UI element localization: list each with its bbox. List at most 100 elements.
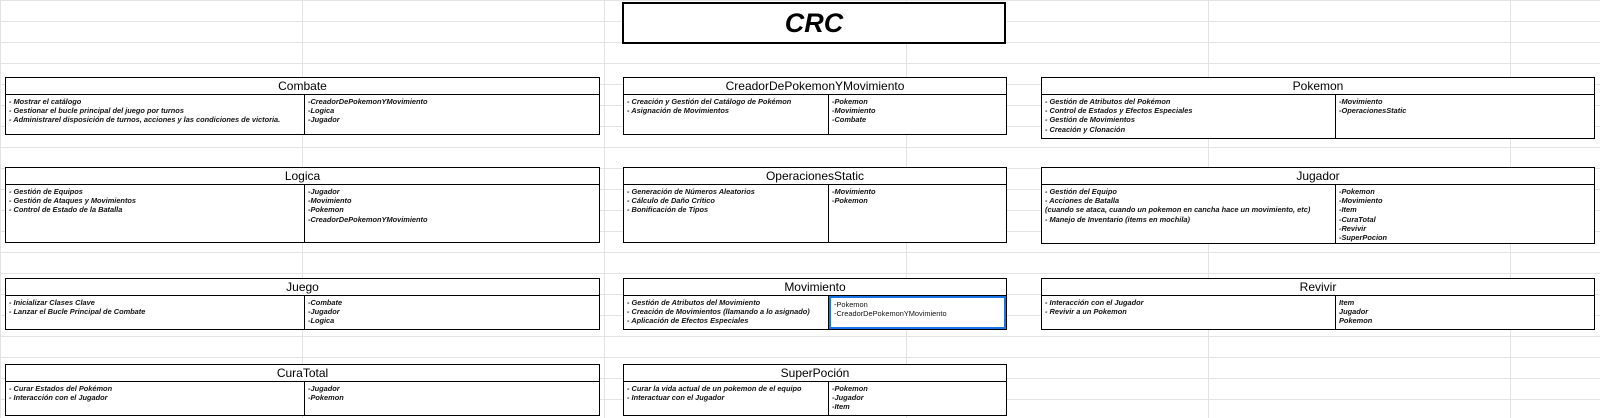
- responsibility-item: - Curar Estados del Pokémon: [9, 384, 113, 393]
- card-body-juego: - Inicializar Clases Clave - Lanzar el B…: [5, 295, 600, 330]
- responsibilities-creador[interactable]: - Creación y Gestión del Catálogo de Pok…: [624, 95, 829, 134]
- crc-card-creador: CreadorDePokemonYMovimiento - Creación y…: [623, 77, 1007, 135]
- responsibilities-movimiento[interactable]: - Gestión de Atributos del Movimiento - …: [624, 296, 829, 329]
- collaborator-item: Pokemon: [1339, 316, 1373, 326]
- collaborator-item: -Combate: [832, 115, 867, 125]
- responsibility-item: - Interactuar con el Jugador: [627, 393, 725, 403]
- card-header-movimiento[interactable]: Movimiento: [623, 278, 1007, 296]
- responsibility-item: - Bonificación de Tipos: [627, 205, 709, 215]
- card-header-pokemon[interactable]: Pokemon: [1041, 77, 1595, 95]
- responsibilities-operaciones[interactable]: - Generación de Números Aleatorios - Cál…: [624, 185, 829, 242]
- collaborators-juego[interactable]: -Combate -Jugador -Logica: [305, 296, 599, 329]
- crc-card-combate: Combate - Mostrar el catálogo - Gestiona…: [5, 77, 600, 135]
- collaborator-item: -Jugador: [308, 384, 340, 393]
- collaborator-item: Item: [1339, 298, 1355, 307]
- responsibility-item: - Curar la vida actual de un pokemon de …: [627, 384, 802, 393]
- collaborators-curatotal[interactable]: -Jugador -Pokemon: [305, 382, 599, 415]
- responsibility-item: - Interacción con el Jugador: [9, 393, 108, 403]
- collaborator-item: -Combate: [308, 298, 343, 307]
- collaborator-item: -Jugador: [308, 187, 340, 196]
- collaborators-logica[interactable]: -Jugador -Movimiento -Pokemon -CreadorDe…: [305, 185, 599, 242]
- crc-card-movimiento: Movimiento - Gestión de Atributos del Mo…: [623, 278, 1007, 330]
- collaborators-pokemon[interactable]: -Movimiento -OperacionesStatic: [1336, 95, 1594, 138]
- card-header-superpocion[interactable]: SuperPoción: [623, 364, 1007, 382]
- responsibility-item: - Inicializar Clases Clave: [9, 298, 95, 307]
- crc-card-superpocion: SuperPoción - Curar la vida actual de un…: [623, 364, 1007, 416]
- card-header-revivir[interactable]: Revivir: [1041, 278, 1595, 296]
- collaborator-item: -Pokemon: [832, 384, 868, 393]
- collaborator-item: -Logica: [308, 106, 335, 116]
- card-body-revivir: - Interacción con el Jugador - Revivir a…: [1041, 295, 1595, 330]
- card-header-operaciones[interactable]: OperacionesStatic: [623, 167, 1007, 185]
- responsibility-item: - Creación y Gestión del Catálogo de Pok…: [627, 97, 792, 106]
- collaborators-combate[interactable]: -CreadorDePokemonYMovimiento -Logica -Ju…: [305, 95, 599, 134]
- card-header-juego[interactable]: Juego: [5, 278, 600, 296]
- collaborator-item: -Pokemon: [834, 300, 868, 309]
- collaborators-operaciones[interactable]: -Movimiento -Pokemon: [829, 185, 1006, 242]
- responsibility-item: - Aplicación de Efectos Especiales: [627, 316, 749, 326]
- collaborator-item: -Jugador: [308, 307, 340, 317]
- collaborator-item: -Pokemon: [308, 205, 344, 215]
- collaborator-item: -Revivir: [1339, 223, 1367, 233]
- collaborator-item: -Movimiento: [1339, 196, 1383, 206]
- card-body-operaciones: - Generación de Números Aleatorios - Cál…: [623, 184, 1007, 243]
- card-body-combate: - Mostrar el catálogo - Gestionar el buc…: [5, 94, 600, 135]
- crc-card-juego: Juego - Inicializar Clases Clave - Lanza…: [5, 278, 600, 330]
- card-header-jugador[interactable]: Jugador: [1041, 167, 1595, 185]
- collaborators-superpocion[interactable]: -Pokemon -Jugador -Item: [829, 382, 1006, 415]
- collaborator-item: -Movimiento: [1339, 97, 1383, 106]
- responsibilities-pokemon[interactable]: - Gestión de Atributos del Pokémon - Con…: [1042, 95, 1336, 138]
- title-cell[interactable]: CRC: [622, 2, 1006, 44]
- collaborator-item: -CreadorDePokemonYMovimiento: [308, 214, 428, 224]
- responsibility-item: - Gestión de Atributos del Pokémon: [1045, 97, 1171, 106]
- collaborator-item: -Logica: [308, 316, 335, 326]
- collaborator-item: -OperacionesStatic: [1339, 106, 1407, 116]
- card-header-curatotal[interactable]: CuraTotal: [5, 364, 600, 382]
- collaborator-item: -CreadorDePokemonYMovimiento: [834, 309, 947, 319]
- responsibilities-jugador[interactable]: - Gestión del Equipo - Acciones de Batal…: [1042, 185, 1336, 243]
- crc-card-pokemon: Pokemon - Gestión de Atributos del Pokém…: [1041, 77, 1595, 139]
- collaborator-item: -Movimiento: [832, 106, 876, 116]
- collaborator-item: -Movimiento: [308, 196, 352, 206]
- card-body-logica: - Gestión de Equipos - Gestión de Ataque…: [5, 184, 600, 243]
- responsibility-item: - Acciones de Batalla: [1045, 196, 1120, 206]
- collaborators-movimiento[interactable]: -Pokemon -CreadorDePokemonYMovimiento: [829, 296, 1006, 329]
- responsibility-item: - Gestión del Equipo: [1045, 187, 1117, 196]
- collaborator-item: -Pokemon: [1339, 187, 1375, 196]
- responsibility-item: - Control de Estado de la Batalla: [9, 205, 123, 215]
- crc-card-jugador: Jugador - Gestión del Equipo - Acciones …: [1041, 167, 1595, 244]
- responsibility-item: - Gestión de Ataques y Movimientos: [9, 196, 137, 206]
- responsibility-item: - Control de Estados y Efectos Especiale…: [1045, 106, 1193, 116]
- crc-card-curatotal: CuraTotal - Curar Estados del Pokémon - …: [5, 364, 600, 416]
- responsibility-item: - Asignación de Movimientos: [627, 106, 729, 116]
- responsibility-item: - Mostrar el catálogo: [9, 97, 82, 106]
- responsibilities-superpocion[interactable]: - Curar la vida actual de un pokemon de …: [624, 382, 829, 415]
- collaborator-item: -CreadorDePokemonYMovimiento: [308, 97, 428, 106]
- collaborator-item: -Jugador: [308, 115, 340, 125]
- responsibility-item: - Interacción con el Jugador: [1045, 298, 1144, 307]
- collaborator-item: -CuraTotal: [1339, 214, 1376, 224]
- responsibility-item: - Lanzar el Bucle Principal de Combate: [9, 307, 146, 317]
- responsibilities-combate[interactable]: - Mostrar el catálogo - Gestionar el buc…: [6, 95, 305, 134]
- crc-card-operaciones: OperacionesStatic - Generación de Número…: [623, 167, 1007, 243]
- card-header-creador[interactable]: CreadorDePokemonYMovimiento: [623, 77, 1007, 95]
- responsibility-item: - Generación de Números Aleatorios: [627, 187, 755, 196]
- card-header-logica[interactable]: Logica: [5, 167, 600, 185]
- responsibility-item: (cuando se ataca, cuando un pokemon en c…: [1045, 205, 1311, 215]
- collaborators-creador[interactable]: -Pokemon -Movimiento -Combate: [829, 95, 1006, 134]
- responsibility-item: - Manejo de Inventario (items en mochila…: [1045, 214, 1190, 224]
- responsibilities-logica[interactable]: - Gestión de Equipos - Gestión de Ataque…: [6, 185, 305, 242]
- collaborator-item: -Item: [1339, 205, 1357, 215]
- responsibilities-juego[interactable]: - Inicializar Clases Clave - Lanzar el B…: [6, 296, 305, 329]
- crc-card-logica: Logica - Gestión de Equipos - Gestión de…: [5, 167, 600, 243]
- card-header-combate[interactable]: Combate: [5, 77, 600, 95]
- collaborators-jugador[interactable]: -Pokemon -Movimiento -Item -CuraTotal -R…: [1336, 185, 1594, 243]
- responsibilities-revivir[interactable]: - Interacción con el Jugador - Revivir a…: [1042, 296, 1336, 329]
- collaborator-item: -Pokemon: [832, 97, 868, 106]
- responsibility-item: - Cálculo de Daño Crítico: [627, 196, 715, 206]
- collaborators-revivir[interactable]: Item Jugador Pokemon: [1336, 296, 1594, 329]
- collaborator-item: -Item: [832, 402, 850, 412]
- collaborator-item: -Movimiento: [832, 187, 876, 196]
- crc-card-revivir: Revivir - Interacción con el Jugador - R…: [1041, 278, 1595, 330]
- responsibilities-curatotal[interactable]: - Curar Estados del Pokémon - Interacció…: [6, 382, 305, 415]
